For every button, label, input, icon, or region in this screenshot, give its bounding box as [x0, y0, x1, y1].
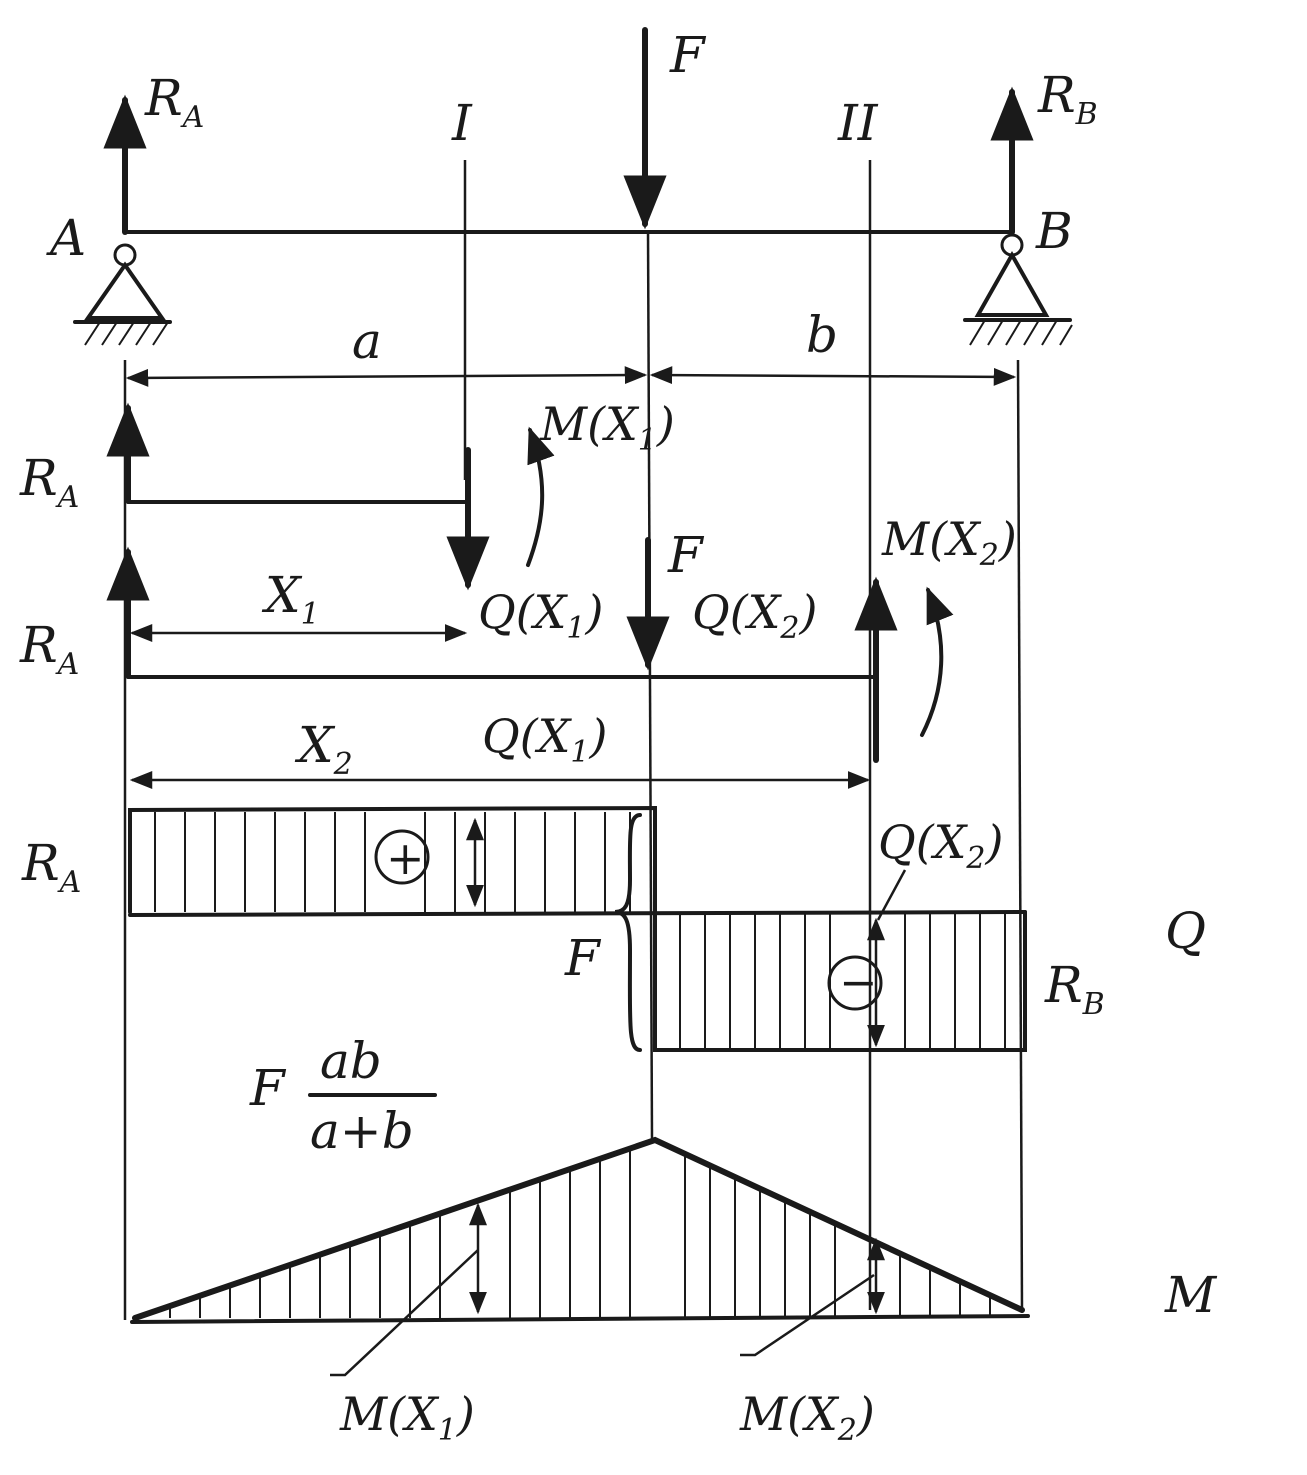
- label-q-x1-mid: Q(X1): [478, 585, 603, 646]
- guide-line-f: [646, 229, 654, 1141]
- beam-scheme: RA RB F A B I II a b: [46, 26, 1098, 1320]
- label-b-node: B: [1035, 202, 1073, 260]
- svg-text:RA: RA: [19, 449, 79, 515]
- guide-line-b: [1016, 359, 1024, 1311]
- label-q-x2-mid: Q(X2): [692, 585, 817, 646]
- dimension-a: [125, 366, 648, 387]
- svg-text:RA: RA: [19, 616, 79, 682]
- label-dim-a: a: [352, 312, 382, 370]
- label-q-diagram: Q: [1165, 902, 1206, 960]
- label-frac-num: ab: [320, 1032, 382, 1090]
- label-x2: X2: [294, 716, 353, 782]
- label-section-ii: II: [837, 94, 879, 152]
- sign-plus: +: [386, 831, 425, 885]
- label-frac-den: a+b: [310, 1102, 414, 1160]
- label-m-x1-top: M(X1): [539, 397, 675, 458]
- label-a-node: A: [46, 209, 86, 267]
- label-dim-b: b: [806, 306, 838, 364]
- free-body-right: RA X1 X2 F Q(X1) Q(X2) M(X2) Q(X1): [19, 512, 1017, 789]
- label-m-x2-bottom: M(X2): [739, 1387, 875, 1448]
- dimension-b: [649, 366, 1017, 386]
- label-q-x1-lower: Q(X1): [482, 709, 607, 770]
- moment-diagram: F ab a+b M M(X1) M(X2): [130, 1032, 1218, 1448]
- label-q-x2-lower: Q(X2): [878, 815, 1003, 876]
- label-ra-top: RA: [144, 69, 204, 135]
- label-f-top: F: [669, 26, 707, 84]
- label-m-diagram: M: [1164, 1266, 1218, 1324]
- label-section-i: I: [451, 94, 473, 152]
- label-f-brace: F: [564, 929, 602, 987]
- label-f-mid: F: [667, 526, 705, 584]
- free-body-left: RA M(X1): [19, 397, 675, 591]
- shear-diagram: + − RA RB F Q Q(X2): [21, 805, 1206, 1052]
- label-rb-top: RB: [1037, 66, 1098, 132]
- svg-text:RA: RA: [21, 834, 81, 900]
- label-frac-f: F: [249, 1059, 287, 1117]
- label-m-x2-mid: M(X2): [881, 512, 1017, 573]
- sign-minus: −: [839, 955, 878, 1009]
- support-a: [73, 243, 172, 346]
- label-x1: X1: [261, 566, 320, 632]
- svg-text:RB: RB: [1044, 956, 1105, 1022]
- label-m-x1-bottom: M(X1): [339, 1387, 475, 1448]
